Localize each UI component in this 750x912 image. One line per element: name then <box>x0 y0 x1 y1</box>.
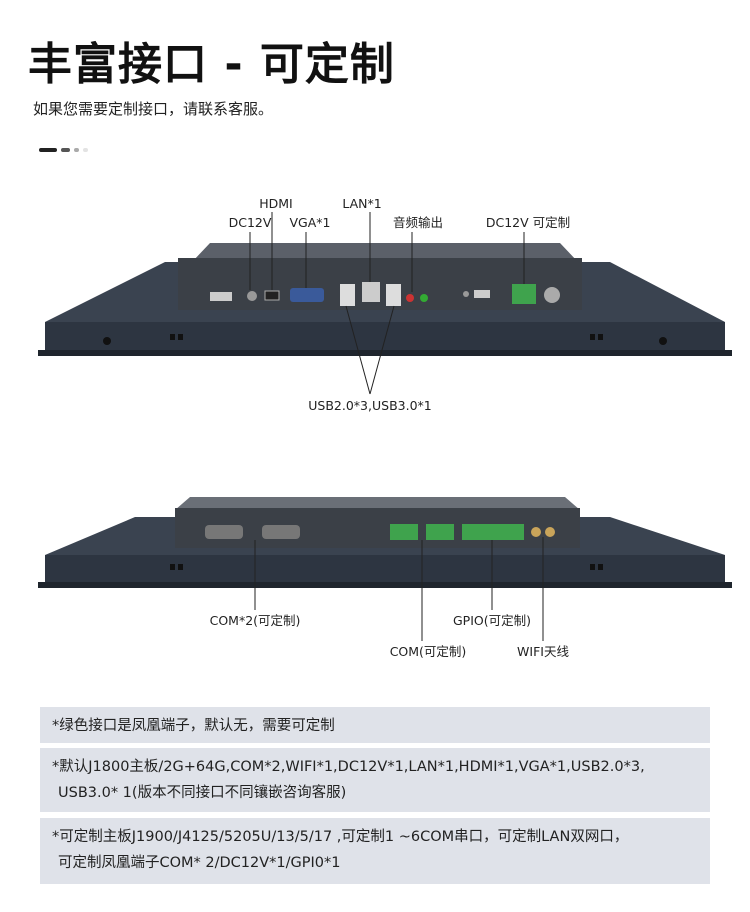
note-default-config: *默认J1800主板/2G+64G,COM*2,WIFI*1,DC12V*1,L… <box>40 748 710 812</box>
page-subtitle: 如果您需要定制接口，请联系客服。 <box>33 100 274 118</box>
page-title: 丰富接口 - 可定制 <box>28 39 395 90</box>
note-text: *绿色接口是凤凰端子，默认无，需要可定制 <box>52 718 335 734</box>
note-text: USB3.0* 1(版本不同接口不同镶嵌咨询客服) <box>58 785 347 801</box>
label-lan: LAN*1 <box>342 196 381 211</box>
carousel-indicator <box>39 148 88 152</box>
label-audio: 音频输出 <box>393 215 443 230</box>
label-com2: COM*2(可定制) <box>210 613 301 628</box>
label-usb: USB2.0*3,USB3.0*1 <box>308 398 431 413</box>
note-phoenix: *绿色接口是凤凰端子，默认无，需要可定制 <box>40 707 710 743</box>
device-bottom-view: COM*2(可定制) GPIO(可定制) COM(可定制) WIFI天线 <box>38 497 732 659</box>
note-text: 可定制凤凰端子COM* 2/DC12V*1/GPI0*1 <box>58 855 341 871</box>
label-gpio: GPIO(可定制) <box>453 613 531 628</box>
label-com-custom: COM(可定制) <box>390 644 467 659</box>
label-dc12v: DC12V <box>229 215 272 230</box>
note-text: *可定制主板J1900/J4125/5205U/13/5/17 ,可定制1 ~6… <box>52 829 629 845</box>
note-customization: *可定制主板J1900/J4125/5205U/13/5/17 ,可定制1 ~6… <box>40 818 710 884</box>
note-text: *默认J1800主板/2G+64G,COM*2,WIFI*1,DC12V*1,L… <box>52 759 645 775</box>
label-vga: VGA*1 <box>290 215 331 230</box>
label-wifi: WIFI天线 <box>517 644 569 659</box>
device-top-view: HDMI DC12V VGA*1 LAN*1 音频输出 DC12V 可定制 US… <box>38 196 732 413</box>
label-hdmi: HDMI <box>259 196 293 211</box>
label-dc12v-custom: DC12V 可定制 <box>486 215 570 230</box>
